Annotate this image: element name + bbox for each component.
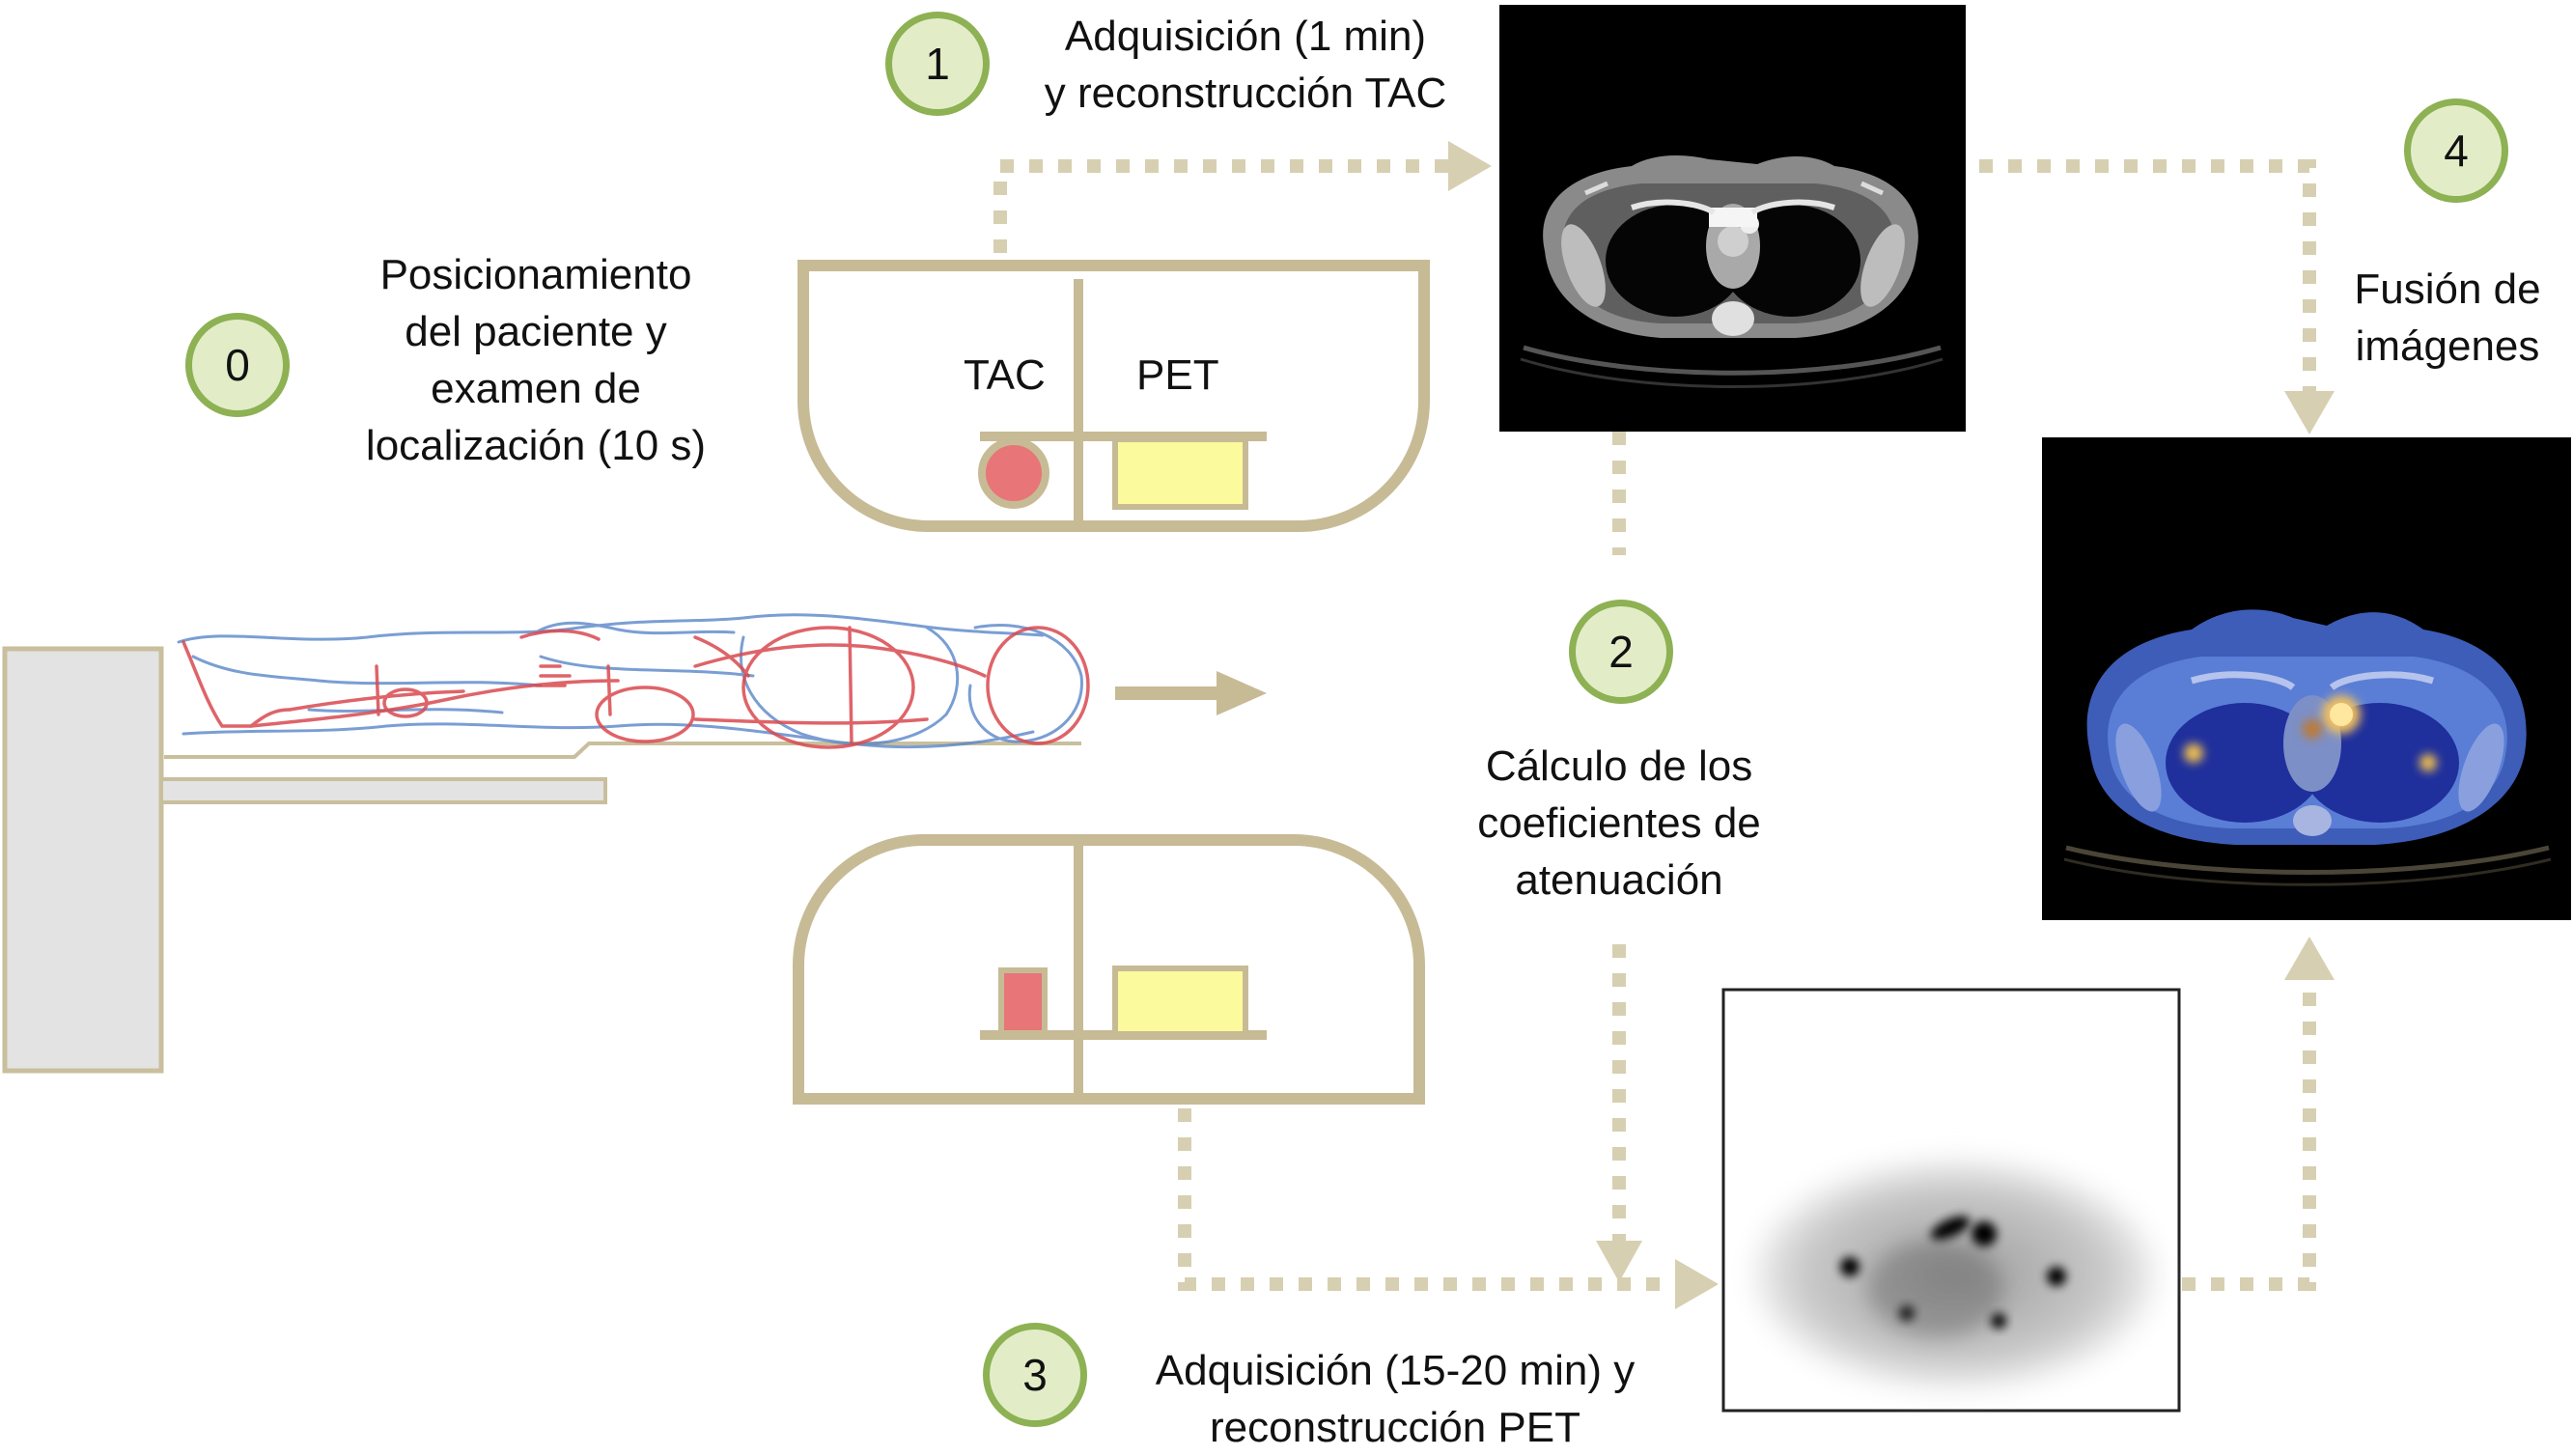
patient-table	[2, 646, 1081, 1074]
step-0-line-4: localización (10 s)	[365, 422, 707, 469]
step-3-number: 3	[1022, 1350, 1048, 1400]
step-0-label: Posicionamiento del paciente y examen de…	[319, 246, 753, 474]
ct-image	[1499, 5, 1966, 432]
step-3-label: Adquisición (15-20 min) y reconstrucción…	[1110, 1342, 1680, 1456]
step-2-badge: 2	[1569, 600, 1673, 704]
step-1-number: 1	[925, 39, 950, 89]
step-2-number: 2	[1608, 627, 1634, 677]
dotted-arrows	[993, 159, 2316, 1291]
step-1-line-1: Adquisición (1 min)	[1064, 13, 1427, 60]
step-0-line-3: examen de	[431, 365, 641, 412]
scanner-top-outline	[797, 260, 1430, 532]
step-4-badge: 4	[2404, 98, 2508, 203]
step-4-line-1: Fusión de	[2354, 266, 2541, 313]
pet-image	[1721, 988, 2181, 1413]
step-2-line-3: atenuación	[1515, 856, 1723, 904]
arrow-scanner-to-pet	[1178, 1108, 1680, 1291]
step-2-line-1: Cálculo de los	[1485, 742, 1753, 790]
arrow-pet-to-fusion	[2182, 975, 2316, 1291]
tac-label: TAC	[964, 351, 1046, 399]
step-0-line-2: del paciente y	[405, 308, 667, 355]
scanner-top	[797, 260, 1430, 532]
fusion-image	[2042, 437, 2571, 920]
step-1-label: Adquisición (1 min) y reconstrucción TAC	[1014, 8, 1477, 122]
step-0-number: 0	[225, 340, 250, 390]
step-2-label: Cálculo de los coeficientes de atenuació…	[1426, 738, 1812, 909]
step-3-line-1: Adquisición (15-20 min) y	[1155, 1347, 1636, 1394]
step-2-line-2: coeficientes de	[1477, 799, 1761, 847]
pet-detector-icon	[1112, 436, 1248, 510]
pet-label: PET	[1136, 351, 1219, 399]
step-3-badge: 3	[983, 1323, 1087, 1427]
step-1-badge: 1	[885, 12, 990, 116]
arrow-heads	[1448, 141, 2335, 1309]
step-4-line-2: imágenes	[2355, 322, 2540, 370]
table-top-line	[164, 742, 1081, 759]
pet-detector-icon-bottom	[1112, 966, 1248, 1037]
patient-blue-sketch	[177, 613, 1083, 749]
step-3-line-2: reconstrucción PET	[1210, 1404, 1580, 1451]
ct-source-icon	[978, 437, 1049, 509]
step-0-line-1: Posicionamiento	[379, 251, 692, 298]
scanner-bottom-outline	[793, 834, 1425, 1105]
step-4-label: Fusión de imágenes	[2327, 261, 2568, 375]
scanner-bottom	[793, 834, 1425, 1105]
table-bed	[159, 777, 607, 804]
ct-patient-table	[1523, 345, 1942, 376]
ct-source-icon-bottom	[998, 967, 1048, 1036]
move-arrow	[1115, 671, 1267, 715]
arrow-scanner-to-ct	[993, 159, 1453, 253]
table-base	[2, 646, 164, 1074]
arrow-ct-to-fusion	[1950, 159, 2316, 396]
step-4-number: 4	[2444, 126, 2469, 176]
step-1-line-2: y reconstrucción TAC	[1044, 70, 1447, 117]
patient-red-sketch	[182, 626, 1090, 749]
step-0-badge: 0	[185, 313, 290, 417]
patient-icon	[177, 613, 1090, 749]
